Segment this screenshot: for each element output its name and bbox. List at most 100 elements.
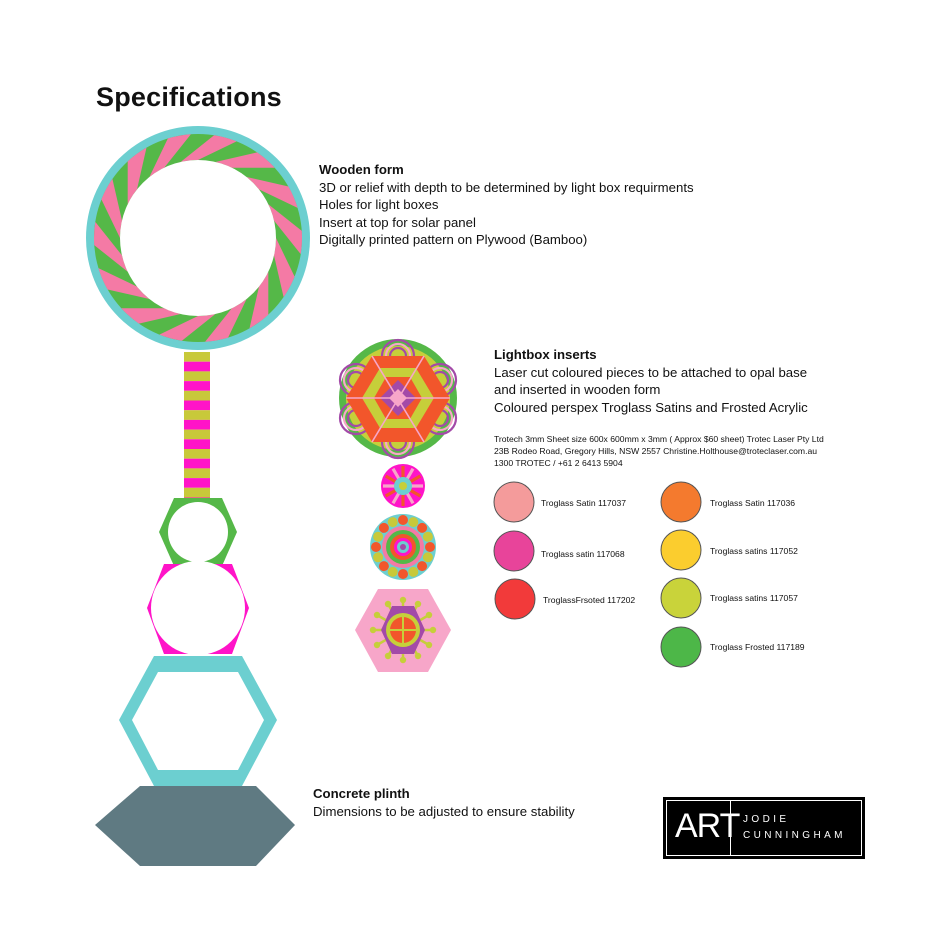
insert-petal: [417, 561, 428, 572]
stem-stripe: [184, 352, 210, 362]
stem-stripe: [184, 390, 210, 401]
insert-dot: [399, 656, 407, 664]
plinth-heading: Concrete plinth: [313, 786, 410, 801]
wooden-form-heading: Wooden form: [319, 162, 404, 177]
stem-stripe: [184, 487, 210, 498]
ring-stripe: [121, 308, 181, 324]
insert-petal: [378, 561, 389, 572]
green-hexagon-frame: [159, 498, 237, 566]
lightbox-insert-large: [338, 338, 458, 460]
ring-stripe: [180, 135, 237, 162]
stem-stripe: [184, 458, 210, 469]
plinth-line: Dimensions to be adjusted to ensure stab…: [313, 803, 575, 819]
insert-dot: [373, 641, 381, 649]
ring-stripe: [246, 177, 298, 208]
supplier-line: 1300 TROTEC / +61 2 6413 5904: [494, 458, 623, 468]
colour-swatch: [660, 481, 702, 523]
insert-petal: [398, 569, 408, 579]
wooden-form-line: Insert at top for solar panel: [319, 214, 476, 230]
stem-stripe: [184, 468, 210, 479]
swatch-label: Troglass Frosted 117189: [710, 642, 805, 652]
plinth-notes: Concrete plinth Dimensions to be adjuste…: [313, 785, 575, 820]
ring-stripe: [127, 147, 147, 205]
stem-stripe: [184, 361, 210, 372]
ring-stripe: [274, 238, 295, 298]
stem-stripe: [184, 419, 210, 430]
insert-dot: [425, 641, 433, 649]
supplier-line: Trotech 3mm Sheet size 600x 600mm x 3mm …: [494, 434, 824, 444]
wooden-form-ring: [86, 126, 310, 350]
insert-petal: [425, 542, 435, 552]
stem-stripe: [184, 429, 210, 440]
insert-dot: [399, 596, 407, 604]
insert-petal: [387, 517, 398, 528]
ring-stripe: [93, 221, 128, 272]
logo-last-name: CUNNINGHAM: [743, 830, 846, 841]
insert-petal: [387, 566, 398, 577]
colour-swatch: [660, 577, 702, 619]
lightbox-notes: Lightbox inserts Laser cut coloured piec…: [494, 346, 808, 416]
insert-petal: [398, 515, 408, 525]
insert-petal: [408, 566, 419, 577]
page-title: Specifications: [96, 82, 282, 112]
concrete-plinth: [95, 786, 295, 866]
art-jodie-cunningham-logo: ART JODIE CUNNINGHAM: [663, 797, 865, 859]
lightbox-insert-target: [370, 514, 436, 580]
insert-dot: [425, 611, 433, 619]
colour-swatch: [660, 626, 702, 668]
ring-stripe: [98, 268, 150, 299]
insert-dot: [384, 600, 392, 608]
swatch-label: Troglass satins 117052: [710, 546, 798, 556]
insert-dot: [429, 626, 437, 634]
ring-stripe: [149, 134, 191, 177]
insert-petal: [422, 552, 433, 563]
stem-stripe: [184, 449, 210, 459]
stem-stripe: [184, 439, 210, 449]
insert-petal: [422, 531, 433, 542]
supplier-line: 23B Rodeo Road, Gregory Hills, NSW 2557 …: [494, 446, 818, 456]
insert-petal: [373, 552, 384, 563]
insert-dot: [414, 652, 422, 660]
wooden-form-line: Holes for light boxes: [319, 197, 439, 213]
lightbox-line: and inserted in wooden form: [494, 382, 661, 398]
logo-first-name: JODIE: [743, 814, 790, 825]
lightbox-insert-small: [381, 464, 425, 508]
logo-art-text: ART: [675, 807, 740, 845]
colour-swatch: [660, 529, 702, 571]
swatch-label: Troglass Satin 117037: [541, 498, 627, 508]
insert-dot: [384, 652, 392, 660]
ring-stripe: [101, 178, 122, 238]
striped-stem: [184, 352, 210, 498]
insert-petal: [373, 531, 384, 542]
colour-swatch: [493, 481, 535, 523]
stem-stripe: [184, 371, 210, 382]
insert-petal: [408, 517, 419, 528]
insert-petal: [371, 542, 381, 552]
stem-stripe: [184, 381, 210, 391]
lightbox-heading: Lightbox inserts: [494, 347, 597, 362]
colour-swatch: [493, 530, 535, 572]
swatch-label: Troglass satin 117068: [541, 549, 625, 559]
wooden-form-line: Digitally printed pattern on Plywood (Ba…: [319, 232, 588, 248]
stem-stripe: [184, 400, 210, 411]
supplier-details: Trotech 3mm Sheet size 600x 600mm x 3mm …: [494, 433, 824, 469]
wooden-form-line: 3D or relief with depth to be determined…: [319, 179, 694, 195]
swatch-label: TroglassFrsoted 117202: [543, 595, 636, 605]
stem-stripe: [184, 478, 210, 488]
insert-dot: [373, 611, 381, 619]
insert-dot: [414, 600, 422, 608]
logo-divider: [730, 800, 731, 856]
wooden-form-notes: Wooden form 3D or relief with depth to b…: [319, 161, 694, 249]
ring-stripe: [249, 271, 269, 329]
ring-stripe: [159, 314, 216, 341]
teal-hexagon-frame: [119, 656, 277, 786]
lightbox-line: Coloured perspex Troglass Satins and Fro…: [494, 399, 808, 415]
ring-stripe: [268, 204, 303, 255]
stem-stripe: [184, 410, 210, 420]
swatch-label: Troglass satins 117057: [710, 593, 798, 603]
insert-petal: [378, 522, 389, 533]
ring-stripe: [205, 299, 247, 342]
stem-stripe: [184, 497, 210, 498]
insert-dot: [369, 626, 377, 634]
